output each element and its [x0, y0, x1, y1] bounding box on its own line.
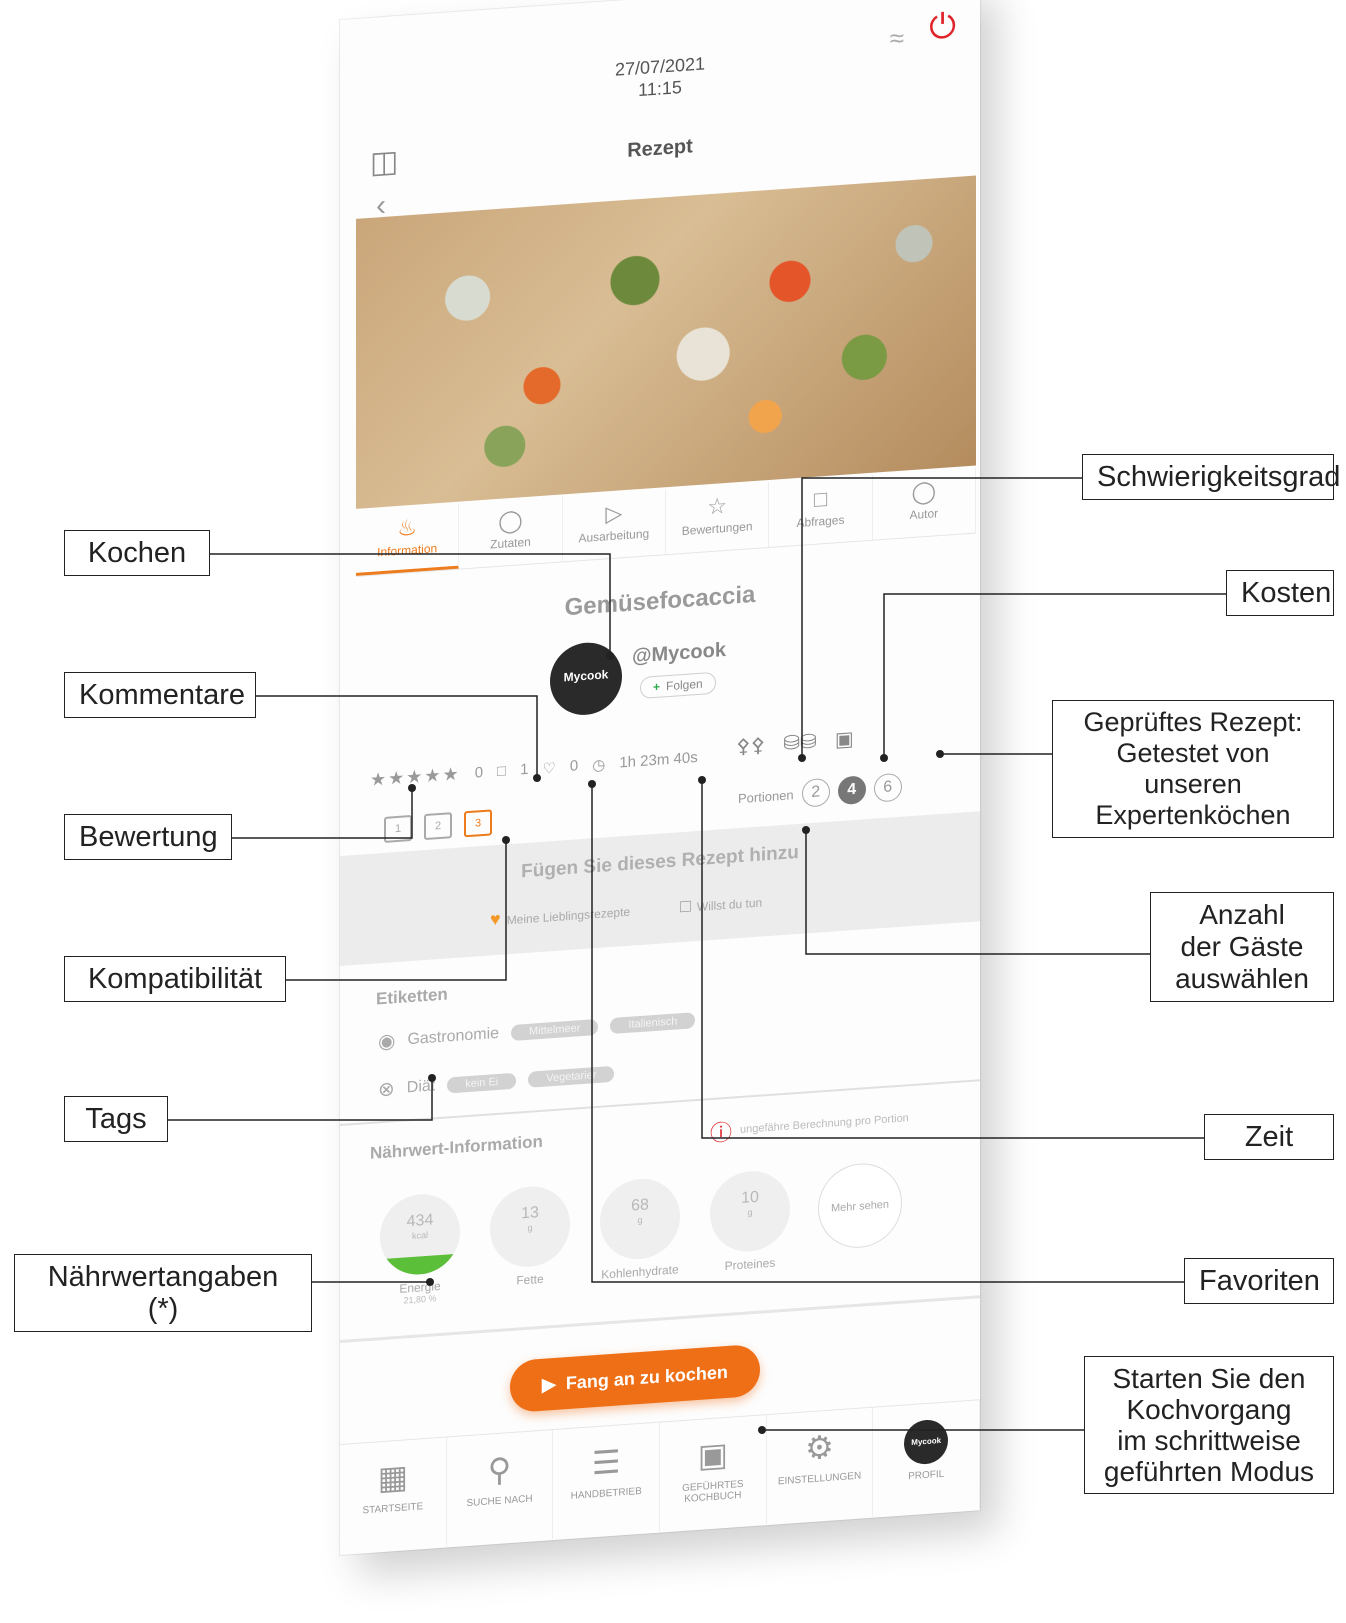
- heart-icon[interactable]: ♡: [542, 759, 556, 778]
- callout-schwierigkeit: Schwierigkeitsgrad: [1082, 454, 1340, 500]
- tag-pill[interactable]: Mittelmeer: [511, 1018, 599, 1041]
- bookmark-icon: □: [680, 895, 691, 917]
- gastronomy-tags: ◉ Gastronomie Mittelmeer Italienisch: [378, 1007, 696, 1054]
- start-cooking-button[interactable]: ▶ Fang an zu kochen: [510, 1343, 760, 1414]
- rating-stars[interactable]: ★★★★★: [370, 763, 461, 790]
- tab-zutaten[interactable]: ◯ Zutaten: [459, 496, 563, 569]
- callout-naehrwert: Nährwertangaben (*): [14, 1254, 312, 1332]
- callout-zeit: Zeit: [1204, 1114, 1334, 1160]
- nutrition-energy: 434 kcal Energie 21,80 %: [380, 1191, 460, 1308]
- callout-favoriten: Favoriten: [1184, 1258, 1334, 1304]
- recipe-title: Gemüsefocaccia: [564, 580, 756, 622]
- tab-ausarbeitung[interactable]: ▷ Ausarbeitung: [562, 489, 666, 562]
- cost-icon: ⛁⛁: [783, 730, 817, 756]
- servings-option[interactable]: 6: [873, 772, 902, 803]
- nutrition-protein: 10 g Proteines: [710, 1168, 790, 1275]
- nutrition-fat: 13 g Fette: [490, 1183, 570, 1290]
- device-compat-icon: 2: [424, 812, 452, 841]
- callout-geprueft: Geprüftes Rezept: Getestet von unseren E…: [1052, 700, 1334, 838]
- nutrition-carbs: 68 g Kohlenhydrate: [600, 1176, 680, 1282]
- tablet-screen: ≈ ⏻ 27/07/2021 11:15 ◫ ‹ Rezept ♨ Inform…: [340, 0, 980, 1556]
- servings-option[interactable]: 2: [801, 777, 830, 808]
- comment-icon[interactable]: □: [497, 762, 507, 781]
- clock-icon: ◷: [592, 755, 606, 774]
- profile-icon: Mycook: [904, 1418, 949, 1466]
- sliders-icon: ☰: [591, 1443, 621, 1482]
- gear-icon: ⚙: [805, 1428, 834, 1467]
- nutrition-heading: Nährwert-Information: [370, 1131, 543, 1163]
- labels-heading: Etiketten: [376, 984, 448, 1009]
- search-icon: ⚲: [487, 1451, 512, 1489]
- device-compat-icon: 1: [384, 814, 412, 843]
- servings-selector: Portionen 2 4 6: [738, 772, 902, 812]
- recipe-indicators: ⚴⚴ ⛁⛁ ▣: [736, 726, 854, 759]
- add-to-todo[interactable]: □Willst du tun: [680, 895, 763, 917]
- warning-icon: ⓘ: [710, 1119, 733, 1147]
- favorites-count: 0: [569, 757, 579, 775]
- tag-pill[interactable]: Italienisch: [610, 1011, 696, 1034]
- nutrition-circle: 434 kcal: [380, 1191, 460, 1278]
- recipe-meta: ★★★★★ 0 □ 1 ♡ 0 ◷ 1h 23m 40s: [370, 747, 698, 791]
- callout-bewertung: Bewertung: [64, 814, 232, 860]
- heart-icon: ♥: [490, 908, 501, 930]
- tag-pill[interactable]: kein Ei: [447, 1072, 517, 1094]
- nav-einstellungen[interactable]: ⚙ EINSTELLUNGEN: [766, 1407, 874, 1525]
- difficulty-icon: ⚴⚴: [736, 734, 766, 759]
- servings-option-selected[interactable]: 4: [837, 775, 866, 806]
- grid-icon: ▦: [377, 1458, 408, 1497]
- nutrition-circle: 13 g: [490, 1183, 570, 1270]
- more-nutrition-button[interactable]: Mehr sehen: [818, 1160, 902, 1251]
- tab-bewertungen[interactable]: ☆ Bewertungen: [665, 481, 770, 555]
- add-to-favorites[interactable]: ♥Meine Lieblingsrezepte: [490, 904, 631, 930]
- callout-starten: Starten Sie den Kochvorgang im schrittwe…: [1084, 1356, 1334, 1494]
- nav-suche[interactable]: ⚲ SUCHE NACH: [446, 1430, 554, 1547]
- callout-kompatibilitaet: Kompatibilität: [64, 956, 286, 1002]
- tab-abfrages[interactable]: □ Abfrages: [769, 474, 873, 547]
- tab-information[interactable]: ♨ Information: [356, 503, 460, 576]
- compatibility-icons: 1 2 3: [384, 809, 492, 843]
- author-avatar[interactable]: Mycook: [550, 640, 622, 718]
- recipe-photo: [356, 175, 976, 509]
- globe-icon: ◉: [378, 1030, 396, 1054]
- diet-icon: ⊗: [378, 1078, 395, 1102]
- tag-pill[interactable]: Vegetarier: [528, 1065, 615, 1088]
- callout-kosten: Kosten: [1226, 570, 1334, 616]
- energy-fill: [380, 1254, 460, 1278]
- nav-startseite[interactable]: ▦ STARTSEITE: [340, 1437, 447, 1554]
- callout-tags: Tags: [64, 1096, 168, 1142]
- author-handle[interactable]: @Mycook: [632, 639, 726, 668]
- rating-value: 0: [474, 763, 484, 782]
- plus-icon: +: [653, 679, 661, 695]
- device-compat-icon: 3: [464, 809, 492, 838]
- diet-tags: ⊗ Diät kein Ei Vegetarier: [378, 1061, 615, 1103]
- nutrition-circle: 10 g: [710, 1168, 790, 1255]
- book-icon: ▣: [697, 1435, 728, 1474]
- callout-kommentare: Kommentare: [64, 672, 256, 718]
- verified-icon: ▣: [834, 728, 854, 752]
- follow-button[interactable]: +Folgen: [640, 671, 716, 700]
- servings-label: Portionen: [738, 786, 794, 806]
- callout-kochen: Kochen: [64, 530, 210, 576]
- nav-kochbuch[interactable]: ▣ GEFÜHRTES KOCHBUCH: [660, 1415, 767, 1532]
- nav-handbetrieb[interactable]: ☰ HANDBETRIEB: [553, 1422, 661, 1540]
- callout-gaeste: Anzahl der Gäste auswählen: [1150, 892, 1334, 1002]
- tab-autor[interactable]: ◯ Autor: [872, 467, 976, 540]
- comments-count: 1: [520, 760, 529, 779]
- cook-time: 1h 23m 40s: [619, 748, 698, 772]
- nav-profil[interactable]: Mycook PROFIL: [873, 1400, 980, 1517]
- nutrition-circle: 68 g: [600, 1176, 680, 1262]
